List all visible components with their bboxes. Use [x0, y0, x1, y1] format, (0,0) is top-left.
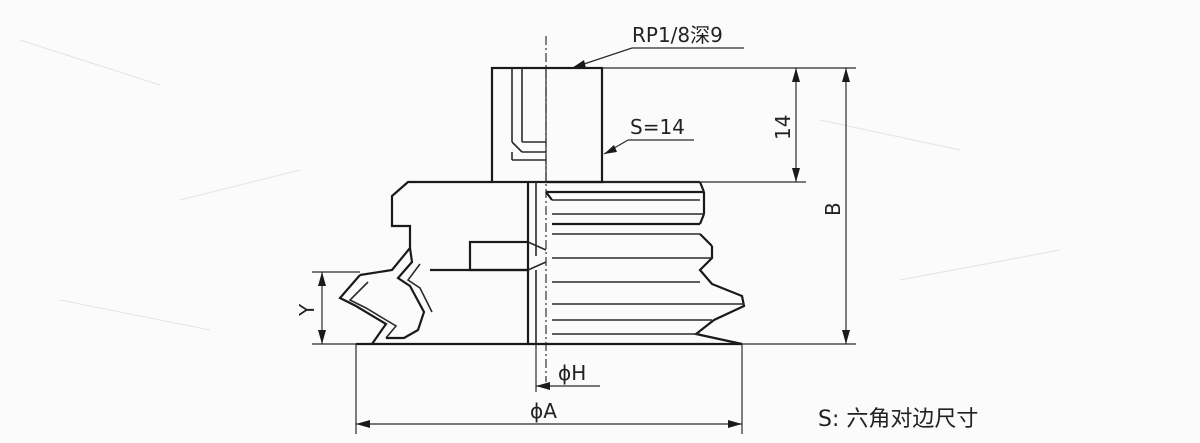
dimension-y [318, 272, 326, 344]
leader-lines [571, 47, 744, 155]
dimension-a [356, 420, 742, 428]
dimension-14 [792, 68, 800, 182]
dimension-y-label: Y [295, 303, 319, 317]
cup-neck [545, 180, 713, 247]
hex-fitting [490, 66, 604, 184]
hex-size-label: S=14 [630, 115, 685, 139]
extension-lines [312, 67, 856, 434]
dimension-h [535, 344, 600, 392]
dimension-a-label: ϕA [530, 399, 557, 423]
background-noise [19, 39, 1061, 331]
dimension-b-label: B [821, 202, 845, 216]
dimension-h-label: ϕH [558, 361, 586, 385]
cup-section-left [338, 180, 547, 345]
thread-label: RP1/8深9 [632, 23, 723, 47]
dimension-b [842, 68, 850, 344]
dimension-14-label: 14 [771, 115, 795, 140]
cup-exterior-right [552, 246, 746, 346]
hex-note: S: 六角对边尺寸 [818, 407, 978, 432]
